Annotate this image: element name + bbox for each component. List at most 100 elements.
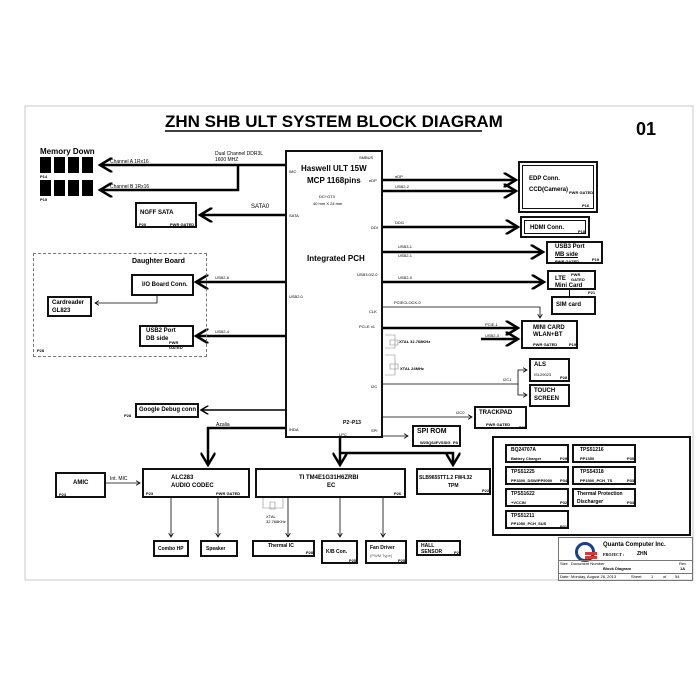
block-label: TPM [448, 483, 459, 489]
pwr-gated-note: PWR GATED [169, 340, 183, 350]
pwr-gated-note: PWR GATED [569, 190, 594, 195]
signal-label: USB2-6 [215, 275, 230, 280]
sim-link-line [569, 290, 570, 297]
pin-label: SATA [289, 213, 299, 218]
sheet-number: 1 [651, 574, 654, 579]
page-ref: P25 [349, 558, 357, 563]
block-label: TRACKPAD [479, 410, 513, 416]
lte-mini-card-block: PWR GATED LTE Mini Card [547, 270, 596, 290]
of-label: of [663, 574, 667, 579]
cardreader-block: Cardreader GL823 [47, 296, 92, 317]
pin-label: USB2.0 [289, 294, 303, 299]
combo-hp-block: Combo HP [153, 540, 189, 557]
block-label: Thermal IC [268, 543, 294, 549]
document-title: Block Diagram [603, 566, 632, 571]
power-block-tps51225: TPS51225 PP3300_DSW/PP5000 P34 [505, 466, 569, 485]
block-label: HALL [421, 543, 435, 549]
quanta-logo-icon [575, 542, 597, 562]
cardreader-line [95, 296, 158, 303]
block-label: WLAN+BT [533, 332, 563, 338]
page-ref: P34 [560, 478, 568, 483]
pch-spec: DC+GT3 [319, 194, 335, 199]
block-label: NGFF SATA [140, 210, 174, 216]
power-block-tps51211: TPS51211 PP1050_PCH_SUS P31 [505, 510, 569, 529]
pcieclock-line [383, 306, 540, 318]
block-label: ALS [534, 362, 546, 368]
part-desc: +VCCIN [511, 500, 526, 505]
block-label: USB3 Port [555, 244, 585, 250]
pwr-gated-note: PWR GATED [571, 272, 585, 282]
page-ref: P14 [40, 174, 48, 179]
title-block: Quanta Computer Inc. PROJECT : ZHN Size … [558, 537, 693, 581]
block-label: SIM card [556, 302, 582, 308]
page-ref: P19 [569, 342, 577, 347]
page-number: 01 [636, 119, 657, 139]
block-label: EC [327, 483, 336, 489]
page-ref: P28 [306, 550, 314, 555]
page-ref: P22 [482, 488, 490, 493]
usb2-port-db-block: USB2 Port DB side PWR GATED [139, 325, 194, 350]
rev-label: Rev [679, 561, 687, 566]
edp-conn-block: EDP Conn. CCD(Camera) PWR GATED P16 [518, 161, 598, 213]
block-label: I/O Board Conn. [142, 282, 188, 288]
pwr-gated-note: PWR GATED [170, 222, 195, 227]
daughter-board-group: Daughter Board P28 [33, 253, 207, 357]
part-desc: Discharger [577, 499, 604, 505]
signal-label: PCIECLOCK-0 [394, 300, 421, 305]
page-ref: P33 [627, 478, 635, 483]
block-label: DB side [146, 336, 169, 342]
block-label: MINI CARD [533, 325, 565, 331]
block-label: SPI ROM [417, 428, 447, 435]
pin-label: SMBUS [359, 155, 374, 160]
pin-label: USB3.0/2.0 [357, 272, 378, 277]
amic-block: AMIC P23 [55, 472, 106, 498]
power-block-tps54318: TPS54318 PP1500_PCH_TS P33 [572, 466, 636, 485]
signal-label: USB2-3 [485, 333, 500, 338]
page-ref: P31 [560, 524, 568, 529]
part-desc: PP1350 [580, 456, 595, 461]
pin-label: LPC [339, 432, 347, 437]
page-ref: P27 [454, 550, 462, 555]
page-ref: P15 [40, 197, 48, 202]
azalia-line [208, 426, 285, 465]
date-value: Monday, August 26, 2013 [571, 574, 617, 579]
pwr-gated-note: PWR GATED [555, 259, 580, 264]
block-label: LTE [555, 276, 566, 282]
part-number: W25Q64FVSSIG [420, 440, 451, 445]
block-label: Combo HP [158, 546, 184, 552]
signal-label: DDI1 [395, 220, 405, 225]
rev-value: 1A [680, 566, 686, 571]
signal-label: USB2-0 [398, 275, 413, 280]
touch-screen-block: TOUCH SCREEN [529, 384, 570, 407]
block-label: GL823 [52, 308, 71, 314]
ec-block: TI TM4E1G31H6ZRBI EC P26 [255, 468, 406, 498]
page-ref: P26 [394, 491, 402, 496]
part-name: TPS51225 [511, 469, 535, 475]
block-label: Fan Driver [370, 545, 395, 551]
xtal-label: XTAL 32.768KHz [399, 339, 431, 344]
block-label: Mini Card [555, 283, 583, 289]
i2c1-touch-line [517, 384, 527, 395]
pin-label: CLK [369, 309, 377, 314]
pwr-gated-note: PWR GATED [216, 491, 241, 496]
spi-rom-block: SPI ROM W25Q64FVSSIG P8 [412, 425, 461, 447]
io-board-conn-block: I/O Board Conn. [131, 274, 194, 296]
signal-label: USB2-4 [215, 329, 230, 334]
ngff-sata-block: NGFF SATA P20 PWR GATED [135, 202, 197, 228]
pin-label: eDP [369, 178, 377, 183]
xtal-label: XTAL 32.768KHz [266, 514, 286, 524]
block-label: AMIC [73, 480, 89, 486]
pin-label: I2C [371, 384, 378, 389]
signal-label: I2C1 [503, 377, 512, 382]
signal-label: I2C0 [456, 410, 465, 415]
pin-label: PCI-E x1 [359, 324, 376, 329]
block-label: AUDIO CODEC [171, 483, 214, 489]
pch-size: 40 mm X 24 mm [313, 201, 343, 206]
memory-down-label: Memory Down [40, 147, 95, 156]
signal-label: USB3-1 [398, 244, 413, 249]
page-ref: P20 [139, 222, 147, 227]
page-ref: P32 [560, 500, 568, 505]
block-label: SLB9655TT1.2 FW4.32 [419, 475, 473, 481]
block-label: Speaker [206, 546, 226, 552]
